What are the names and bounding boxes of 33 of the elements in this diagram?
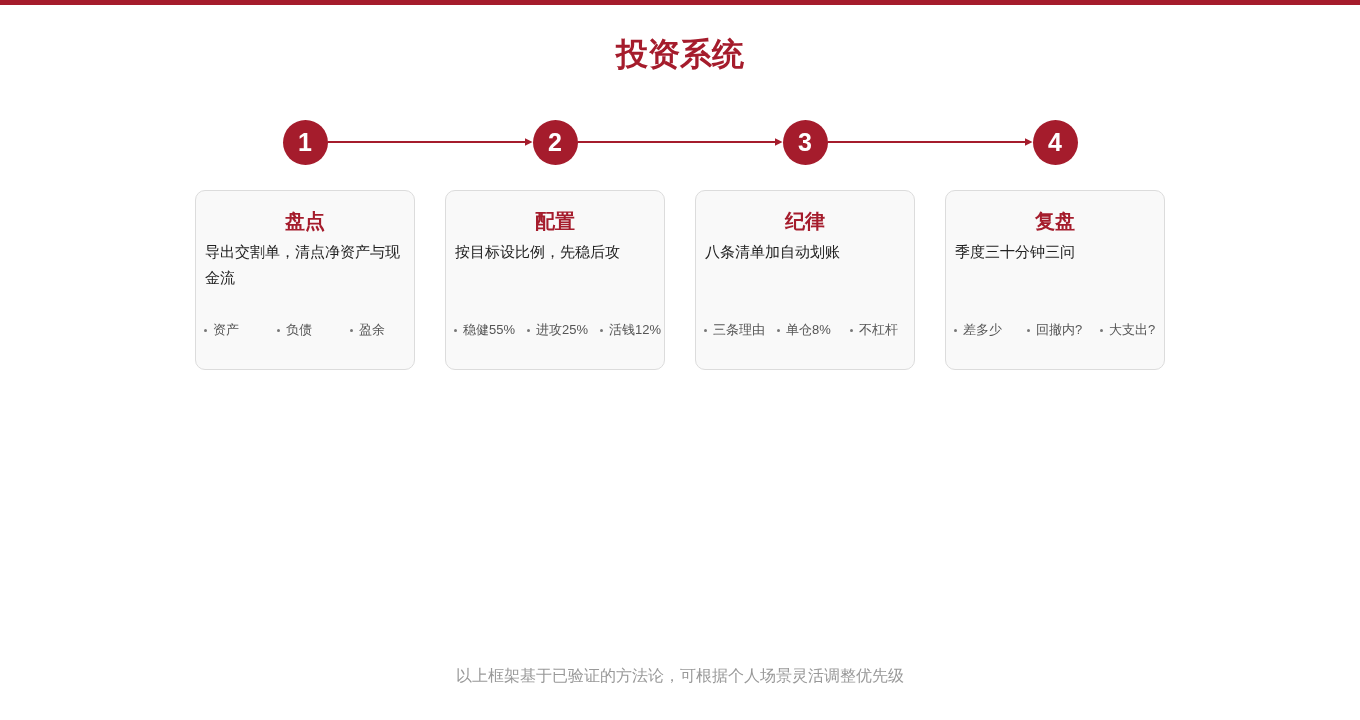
footnote: 以上框架基于已验证的方法论，可根据个人场景灵活调整优先级 — [456, 667, 904, 684]
bullet-text: 大支出? — [1109, 321, 1156, 339]
bullet-text: 回撤内? — [1036, 321, 1083, 339]
step-card — [695, 190, 915, 370]
step-card — [945, 190, 1165, 370]
bullet-text: 单仓8% — [786, 321, 831, 339]
bullet-text: 进攻25% — [536, 321, 589, 339]
card-title: 纪律 — [785, 210, 825, 232]
step-card — [195, 190, 415, 370]
card-description: 按目标设比例，先稳后攻 — [455, 242, 621, 262]
arrow — [826, 138, 1033, 146]
bullet-text: 不杠杆 — [859, 321, 898, 339]
card-title: 盘点 — [285, 210, 325, 232]
arrow — [326, 138, 533, 146]
arrow — [576, 138, 783, 146]
card-description: 季度三十分钟三问 — [955, 242, 1076, 262]
card-description: 八条清单加自动划账 — [705, 242, 841, 262]
bullet-text: 盈余 — [359, 321, 385, 339]
step-number-circle: 1 — [282, 119, 328, 165]
bullet-text: 稳健55% — [463, 321, 516, 339]
step-number-circle: 3 — [782, 119, 828, 165]
title: 投资系统 — [616, 36, 744, 72]
bullet-text: 差多少 — [963, 321, 1002, 339]
bullet-text: 资产 — [213, 321, 239, 339]
card-title: 配置 — [535, 210, 575, 232]
bullet-text: 活钱12% — [609, 321, 662, 339]
bullet-text: 负债 — [286, 321, 312, 339]
card-description: 导出交割单，清点净资产与现金流 — [205, 242, 401, 288]
bullet-text: 三条理由 — [713, 321, 765, 339]
step-number-circle: 4 — [1032, 119, 1078, 165]
step-number-circle: 2 — [532, 119, 578, 165]
card-title: 复盘 — [1035, 210, 1075, 232]
step-card — [445, 190, 665, 370]
